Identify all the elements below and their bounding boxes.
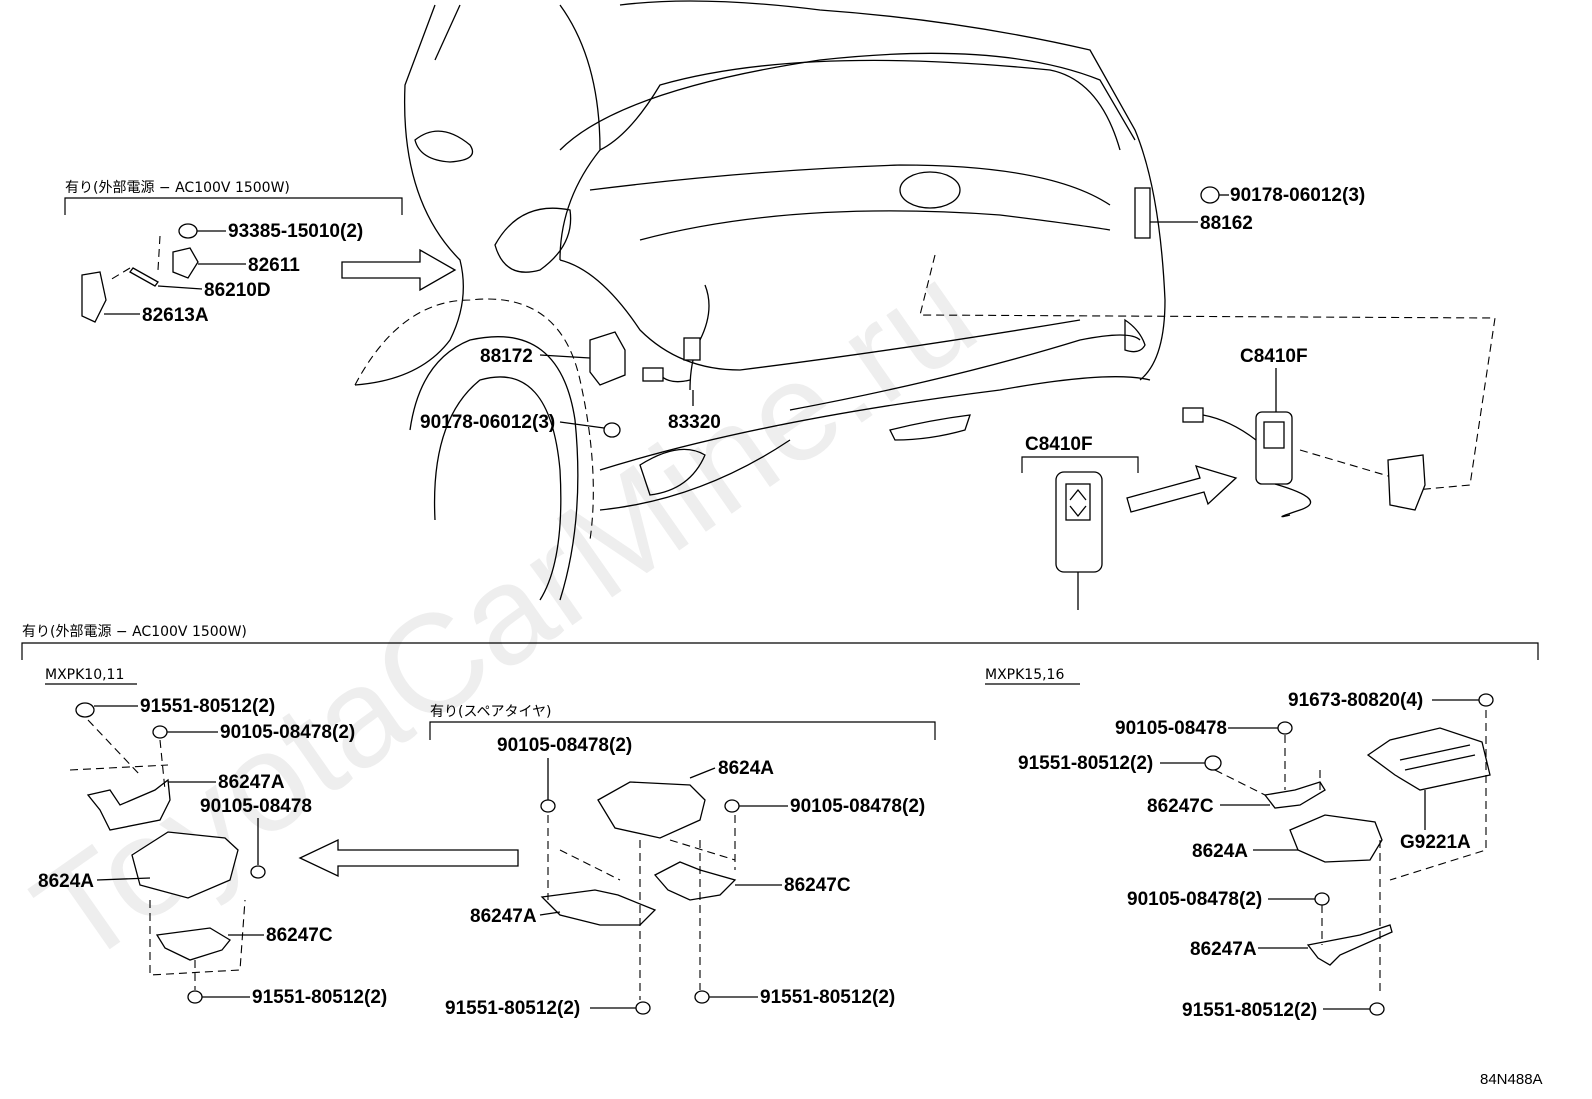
group-bracket-main	[21, 642, 1539, 660]
cover-g9221a	[1366, 727, 1491, 791]
bolt-90105-b-top	[1277, 721, 1293, 735]
up-down-arrow-icon	[1069, 488, 1087, 518]
group-label-top-condition: 有り(外部電源 − AC100V 1500W)	[65, 180, 290, 196]
bolt-90105-s-right	[724, 799, 740, 813]
module-8624a-s	[597, 781, 706, 839]
group-bracket-top	[64, 197, 403, 215]
part-label-8624a-a: 8624A	[38, 871, 94, 892]
part-label-90178-left: 90178-06012(3)	[420, 412, 555, 433]
sensor-88162	[1134, 187, 1151, 239]
bracket-86247c-b	[1263, 781, 1326, 809]
part-label-91551-b-bot: 91551-80512(2)	[1182, 1000, 1317, 1021]
part-label-c8410f-left: C8410F	[1025, 434, 1093, 455]
group-label-mxpk15: MXPK15,16	[985, 667, 1064, 683]
bolt-90105-a-top	[152, 725, 218, 739]
arrow-to-vehicle	[341, 248, 457, 292]
hinge-82611	[172, 247, 199, 279]
part-label-90105-b-mid: 90105-08478(2)	[1127, 889, 1262, 910]
nut-90178-left	[603, 422, 621, 438]
part-label-90105-b-top: 90105-08478	[1115, 718, 1227, 739]
spring-86210d	[129, 267, 159, 287]
arrow-to-mxpk10	[298, 838, 519, 878]
part-label-88172: 88172	[480, 346, 533, 367]
part-label-86247c-b: 86247C	[1147, 796, 1214, 817]
part-label-86247a-b: 86247A	[1190, 939, 1257, 960]
part-label-88162: 88162	[1200, 213, 1253, 234]
bolt-91551-a-bot	[187, 990, 203, 1004]
group-label-main-condition: 有り(外部電源 − AC100V 1500W)	[22, 624, 247, 640]
part-label-90105-a-top: 90105-08478(2)	[220, 722, 355, 743]
part-label-86247c-s: 86247C	[784, 875, 851, 896]
part-label-82613a: 82613A	[142, 305, 209, 326]
part-label-90178-right: 90178-06012(3)	[1230, 185, 1365, 206]
bolt-91551-b-top	[1204, 755, 1222, 771]
bracket-c8410f	[1387, 454, 1426, 511]
part-label-8624a-s: 8624A	[718, 758, 774, 779]
part-label-91551-a-bot: 91551-80512(2)	[252, 987, 387, 1008]
part-label-86210d: 86210D	[204, 280, 271, 301]
bolt-91551-s-left	[635, 1001, 651, 1015]
part-label-8624a-b: 8624A	[1192, 841, 1248, 862]
arrow-to-switch	[1126, 465, 1238, 513]
module-88172	[589, 331, 626, 386]
part-label-93385: 93385-15010(2)	[228, 221, 363, 242]
connector-83320	[683, 337, 701, 361]
part-label-91551-a-top: 91551-80512(2)	[140, 696, 275, 717]
callout-leader-c8410f	[919, 254, 1496, 491]
bolt-93385	[178, 223, 226, 239]
part-label-83320: 83320	[668, 412, 721, 433]
part-label-91551-s-left: 91551-80512(2)	[445, 998, 580, 1019]
part-label-91551-b-top: 91551-80512(2)	[1018, 753, 1153, 774]
bracket-86247c-s	[653, 861, 737, 901]
callout-leader-cord	[1299, 449, 1396, 479]
part-label-86247a-s: 86247A	[470, 906, 537, 927]
bolt-91551-a-top	[75, 702, 138, 718]
module-8624a-a	[131, 831, 239, 899]
part-label-91551-s-right: 91551-80512(2)	[760, 987, 895, 1008]
group-bracket-spare	[429, 721, 936, 740]
part-label-86247a-a: 86247A	[218, 772, 285, 793]
bolt-90105-b-mid	[1314, 892, 1330, 906]
part-label-g9221a: G9221A	[1400, 832, 1471, 853]
bracket-86247a-a	[86, 778, 171, 831]
part-label-91673-b: 91673-80820(4)	[1288, 690, 1423, 711]
vehicle-rear-outline	[354, 0, 1166, 601]
group-label-spare-tire: 有り(スペアタイヤ)	[430, 704, 552, 720]
bolt-91551-s-right	[694, 990, 710, 1004]
part-label-c8410f-top: C8410F	[1240, 346, 1308, 367]
nut-90178-right	[1200, 186, 1220, 204]
bracket-86247a-s	[540, 889, 657, 926]
bracket-86247c-a	[155, 927, 231, 961]
module-8624a-b	[1289, 814, 1383, 863]
bolt-91673-b	[1478, 693, 1494, 707]
diagram-id: 84N488A	[1480, 1071, 1543, 1088]
part-label-90105-s-left: 90105-08478(2)	[497, 735, 632, 756]
bracket-86247a-b	[1306, 924, 1393, 966]
group-label-mxpk10: MXPK10,11	[45, 667, 124, 683]
hinge-82613a	[81, 271, 107, 323]
bolt-90105-a-mid	[250, 865, 266, 879]
bolt-91551-b-bot	[1369, 1002, 1385, 1016]
part-label-90105-a-mid: 90105-08478	[200, 796, 312, 817]
part-label-82611: 82611	[248, 255, 300, 276]
part-label-86247c-a: 86247C	[266, 925, 333, 946]
bolt-90105-s-left	[540, 799, 556, 813]
part-label-90105-s-right: 90105-08478(2)	[790, 796, 925, 817]
